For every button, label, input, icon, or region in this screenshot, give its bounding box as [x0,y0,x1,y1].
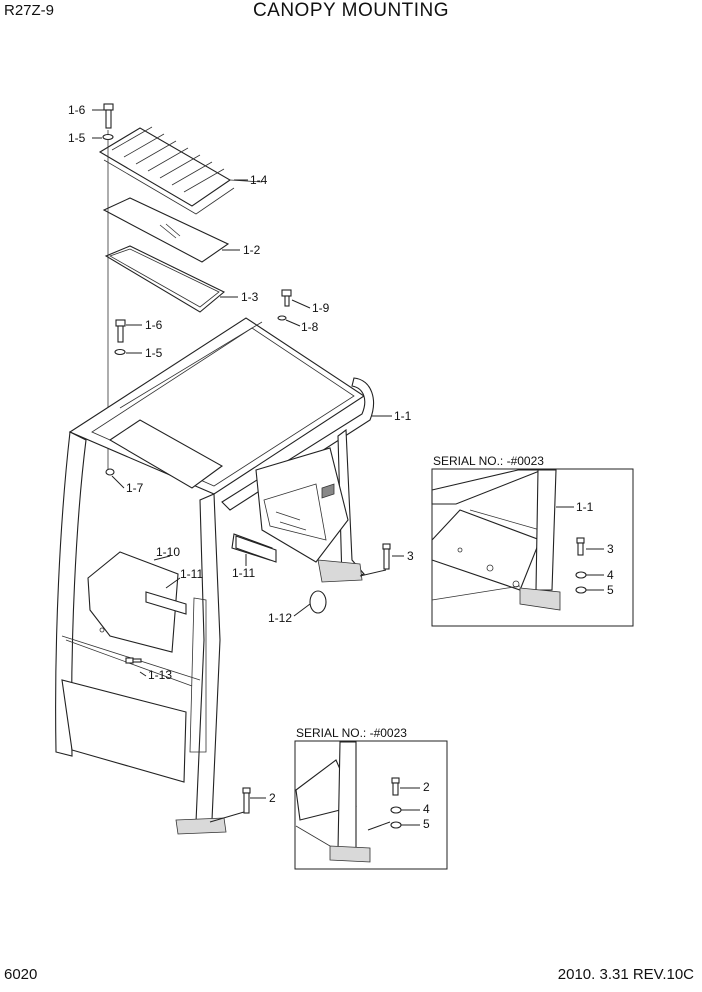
callout-3: 3 [407,549,414,563]
callout-1-6-top: 1-6 [68,103,86,117]
detail-upper-label-4: 4 [607,568,614,582]
detail-lower-label-5: 5 [423,817,430,831]
callout-2: 2 [269,791,276,805]
callout-1-2: 1-2 [243,243,261,257]
detail-lower-label-4: 4 [423,802,430,816]
serial-label-upper: SERIAL NO.: -#0023 [433,454,544,468]
detail-upper-label-3: 3 [607,542,614,556]
nut-1-7 [105,468,115,476]
callout-1-9: 1-9 [312,301,330,315]
leader-lines [92,109,404,823]
screw-1-13 [125,657,142,664]
roof-grille-part [98,126,263,215]
detail-upper-label-5: 5 [607,583,614,597]
callout-1-13: 1-13 [148,668,172,682]
callout-1-5-mid: 1-5 [145,346,163,360]
serial-label-lower: SERIAL NO.: -#0023 [296,726,407,740]
revision-date: 2010. 3.31 REV.10C [557,966,694,983]
washer-1-5-mid [114,348,126,356]
bolt-1-9 [281,289,292,307]
page-title: CANOPY MOUNTING [252,0,450,21]
callout-1-10: 1-10 [156,545,180,559]
callout-1-1: 1-1 [394,409,412,423]
callout-1-4: 1-4 [250,173,268,187]
detail-upper-label-1-1: 1-1 [576,500,594,514]
callout-1-12: 1-12 [268,611,292,625]
bolt-1-6-top [103,103,114,129]
bolt-2 [242,787,251,814]
roof-glass-part [102,197,230,263]
callout-1-6-mid: 1-6 [145,318,163,332]
page-number: 6020 [4,966,38,983]
callout-1-7: 1-7 [126,481,144,495]
grommet-1-12 [309,590,327,614]
callout-1-8: 1-8 [301,320,319,334]
strip-1-11-right [235,535,277,563]
strip-1-11-left [145,591,187,615]
bolt-1-6-mid [115,319,126,343]
callout-1-11-left: 1-11 [180,567,203,581]
detail-inset-lower: SERIAL NO.: -#0023 2 4 5 [294,726,448,870]
detail-inset-upper: SERIAL NO.: -#0023 1-1 3 4 5 [431,454,634,627]
cover-1-10-part [87,551,179,653]
roof-seal-part [104,245,226,313]
callout-1-5-top: 1-5 [68,131,86,145]
bolt-3 [382,543,391,570]
detail-lower-label-2: 2 [423,780,430,794]
callout-1-11-right: 1-11 [232,566,255,580]
callout-1-3: 1-3 [241,290,259,304]
washer-1-8 [277,315,287,321]
model-code: R27Z-9 [4,2,55,19]
washer-1-5-top [102,133,114,141]
